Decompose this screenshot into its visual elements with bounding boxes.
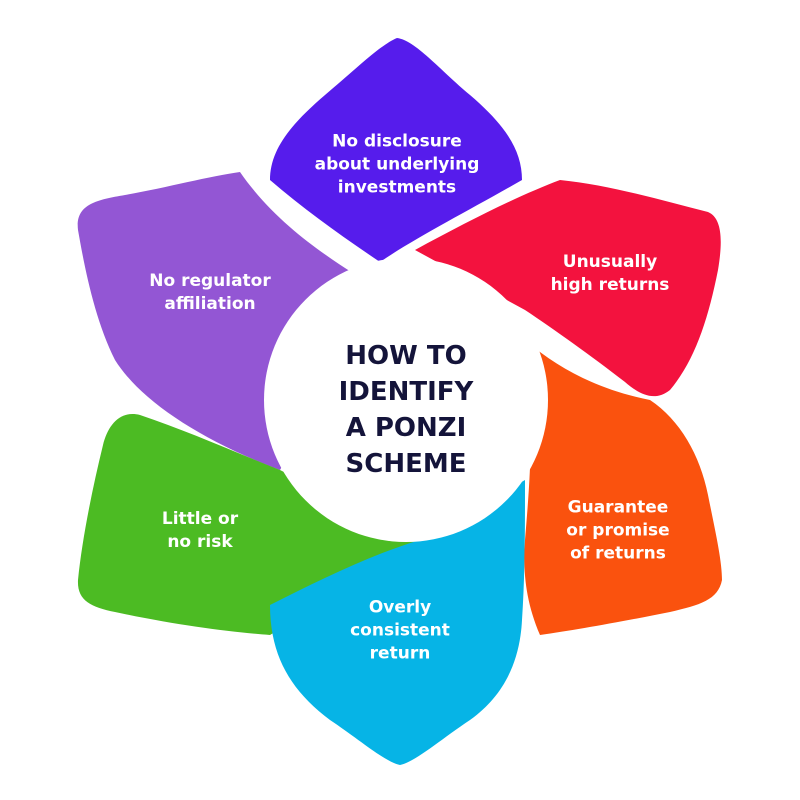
petal-label-no-regulator-affiliation: No regulator affiliation	[149, 271, 271, 314]
center-title: HOW TO IDENTIFY A PONZI SCHEME	[338, 341, 474, 479]
petal-unusually-high-returns	[415, 180, 721, 397]
petal-no-disclosure	[270, 38, 522, 262]
petal-label-no-disclosure: No disclosure about underlying investmen…	[314, 131, 480, 198]
center-circle	[264, 258, 548, 542]
petal-guarantee-or-promise	[524, 340, 722, 635]
petal-overly-consistent-return	[270, 480, 525, 765]
petal-label-unusually-high-returns: Unusually high returns	[550, 252, 670, 295]
petal-label-little-or-no-risk: Little or no risk	[161, 509, 239, 552]
petal-label-overly-consistent-return: Overly consistent return	[350, 597, 450, 664]
petal-label-guarantee-or-promise: Guarantee or promise of returns	[566, 497, 670, 564]
